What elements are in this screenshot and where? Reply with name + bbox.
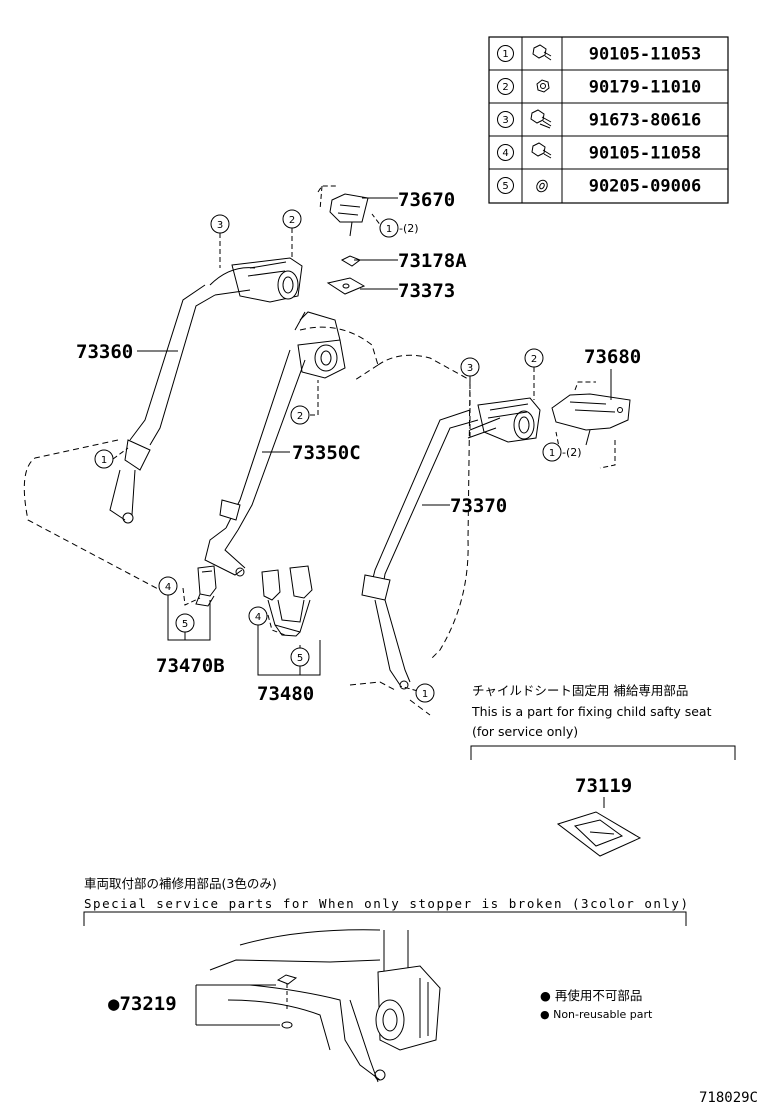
child-seat-note-jp: チャイルドシート固定用 補給専用部品 — [472, 683, 688, 698]
callout-3 — [460, 357, 480, 377]
callout-number: 5 — [182, 619, 188, 630]
callout-number: 5 — [297, 653, 303, 664]
seat-belt-73360 — [109, 257, 303, 524]
callout-5 — [175, 613, 195, 633]
table-row-part-number: 90105-11058 — [589, 144, 702, 164]
buckle-73470b — [195, 565, 217, 607]
callout-1 — [94, 449, 114, 469]
callout-1 — [379, 218, 399, 238]
anchor-plate-73119 — [556, 811, 642, 857]
part-number-73470b: 73470B — [156, 655, 225, 677]
callout-number: 1 — [386, 224, 392, 235]
table-row-index: 3 — [502, 115, 508, 126]
part-number-73480: 73480 — [257, 683, 314, 705]
table-row: 3 91673-80616 — [497, 109, 702, 131]
callout-2 — [524, 348, 544, 368]
table-row-index: 4 — [502, 148, 508, 159]
bracket-73670 — [317, 185, 369, 237]
seat-outline — [23, 326, 471, 716]
part-number-73373: 73373 — [398, 280, 455, 302]
callout-numbers: 3 2 1 1 2 3 2 1 4 5 4 5 1 — [101, 215, 555, 700]
part-number-73219: ●73219 — [108, 993, 177, 1015]
table-row-index: 1 — [502, 49, 508, 60]
callout-2 — [282, 209, 302, 229]
seat-belt-73370 — [361, 397, 541, 690]
callout-leaders-solid — [137, 197, 612, 676]
plate-73373 — [326, 277, 366, 295]
part-number-73178a: 73178A — [398, 250, 467, 272]
table-row: 4 90105-11058 — [497, 142, 702, 164]
washer-icon — [536, 179, 548, 193]
part-number-73360: 73360 — [76, 341, 133, 363]
table-row-part-number: 90105-11053 — [589, 45, 702, 65]
part-number-73350c: 73350C — [292, 442, 361, 464]
callout-4 — [158, 576, 178, 596]
callout-2 — [290, 405, 310, 425]
table-row-index: 5 — [502, 181, 508, 192]
buckle-73480 — [261, 565, 313, 637]
special-note-jp: 車両取付部の補修用部品(3色のみ) — [84, 876, 277, 891]
callout-number: 1 — [101, 455, 107, 466]
table-row-part-number: 90205-09006 — [589, 177, 702, 197]
child-seat-note-en2: (for service only) — [472, 724, 578, 739]
callout-number: 2 — [297, 411, 303, 422]
callout-number: 3 — [217, 220, 223, 231]
seat-belt-73350c — [204, 311, 346, 577]
legend-en: ● Non-reusable part — [540, 1008, 653, 1021]
callout-1 — [415, 683, 435, 703]
callout-number: 2 — [531, 354, 537, 365]
part-numbers: 73670 73178A 73373 73360 73350C 73680 73… — [76, 189, 641, 705]
table-row-part-number: 91673-80616 — [589, 111, 702, 131]
callout-leaders — [112, 213, 561, 694]
part-number-73680: 73680 — [584, 346, 641, 368]
table-row-index: 2 — [502, 82, 508, 93]
fastener-table-rows: 1 90105-11053 2 90179-11010 3 91673-8061… — [497, 44, 702, 197]
callout-5 — [290, 647, 310, 667]
stopper-illustration — [209, 929, 441, 1083]
callout-number: 3 — [467, 363, 473, 374]
nut-icon — [536, 79, 550, 93]
callout-number: 4 — [165, 582, 171, 593]
child-seat-note: チャイルドシート固定用 補給専用部品 This is a part for fi… — [470, 683, 736, 857]
callout-number: 4 — [255, 612, 261, 623]
child-seat-note-en1: This is a part for fixing child safty se… — [471, 704, 712, 719]
bolt-icon — [530, 109, 552, 129]
special-service-section: 車両取付部の補修用部品(3色のみ) Special service parts … — [83, 876, 688, 1083]
quantity-label: -(2) — [399, 222, 419, 235]
callout-1 — [542, 442, 562, 462]
table-row: 1 90105-11053 — [497, 44, 702, 65]
bracket-73680 — [551, 381, 631, 469]
quantity-label: -(2) — [562, 446, 582, 459]
callout-number: 2 — [289, 215, 295, 226]
clip-73178a — [340, 255, 362, 267]
callout-number: 1 — [549, 448, 555, 459]
table-row: 2 90179-11010 — [497, 78, 702, 98]
callout-number: 1 — [422, 689, 428, 700]
callout-circles — [94, 209, 562, 703]
part-number-73670: 73670 — [398, 189, 455, 211]
callout-3 — [210, 214, 230, 234]
leader-73219 — [195, 984, 280, 1026]
bolt-icon — [532, 44, 552, 61]
part-number-73119: 73119 — [575, 775, 632, 797]
table-row: 5 90205-09006 — [497, 177, 702, 197]
legend-jp: ● 再使用不可部品 — [540, 988, 642, 1003]
table-row-part-number: 90179-11010 — [589, 78, 702, 98]
part-number-73370: 73370 — [450, 495, 507, 517]
bolt-icon — [531, 142, 552, 159]
callout-4 — [248, 606, 268, 626]
special-note-en: Special service parts for When only stop… — [84, 896, 688, 911]
reference-code: 718029C — [699, 1090, 758, 1106]
fastener-table — [488, 36, 729, 204]
